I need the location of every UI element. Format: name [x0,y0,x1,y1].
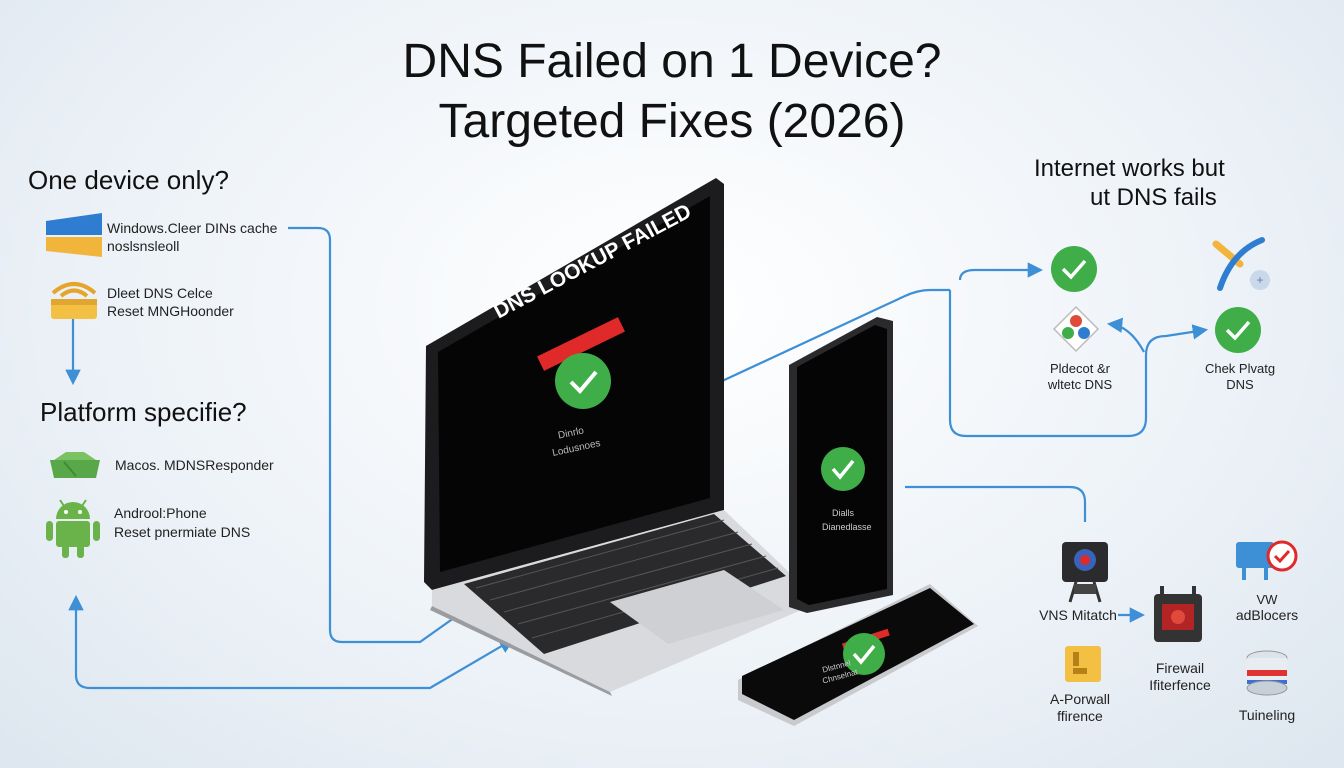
adblock-icon [1236,540,1298,580]
phone1-subtext-2: Dianedlasse [822,522,872,532]
protocol-icon [1052,305,1100,353]
check-label-2: DNS [1226,377,1254,392]
aprowall-icon [1065,646,1101,682]
tunneling-icon [1246,650,1288,696]
macos-icon [50,452,100,478]
firewall-icon [1154,586,1202,642]
windows-icon [46,213,102,257]
android-icon [46,499,100,558]
title-line-2: Targeted Fixes (2026) [438,95,906,148]
windows-fix-line-2: noslsnsleoll [107,238,180,254]
heading-internet-works-2: ut DNS fails [1090,184,1217,211]
adblock-label-2: adBlocers [1235,607,1299,623]
title-line-1: DNS Failed on 1 Device? [402,35,942,88]
heading-platform-specific: Platform specifie? [40,397,247,427]
phone1-subtext-1: Dialls [832,508,855,518]
adblock-label-1: VW [1256,592,1278,607]
router-fix-line-1: Dleet DNS Celce [107,285,213,301]
check-label-1: Chek Plvatg [1204,361,1276,376]
protocol-label-1: Pldecot &r [1050,361,1110,376]
firewall-label-2: Ifiterfence [1149,677,1211,693]
vpn-icon [1062,542,1108,603]
android-fix-line-1: Androol:Phone [114,505,207,521]
vpn-label: VNS Mitatch [1039,607,1117,623]
laptop-illustration [424,178,820,696]
svg-text:+: + [1256,273,1263,287]
heading-internet-works-1: Internet works but [1034,155,1225,182]
check-icon-right [1215,307,1261,353]
macos-fix-line-1: Macos. MDNSResponder [115,457,274,473]
android-fix-line-2: Reset pnermiate DNS [114,524,251,540]
windows-fix-line-1: Windows.Cleer DINs cache [107,220,278,236]
firewall-label-1: Firewail [1155,660,1205,676]
phone1-check-icon [821,447,865,491]
aprowall-label-1: A-Porwall [1050,691,1110,707]
laptop-check-icon [555,353,611,409]
protocol-label-2: wltetc DNS [1047,377,1113,392]
heading-one-device: One device only? [28,165,229,195]
aprowall-label-2: ffirence [1057,708,1103,724]
check-icon-top [1051,246,1097,292]
tunneling-label: Tuineling [1238,707,1296,723]
router-fix-line-2: Reset MNGHoonder [107,303,234,319]
router-icon [51,282,97,319]
phone2-check-icon [843,633,885,675]
wrench-icon: + [1212,237,1270,291]
